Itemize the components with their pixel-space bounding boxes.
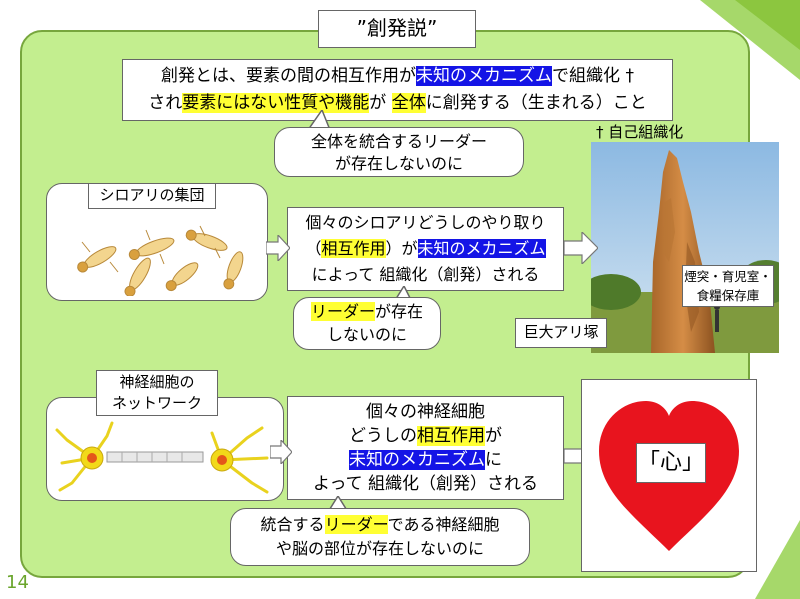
termite-leader-text: しないのに [326, 325, 407, 344]
mound-features-label: 煙突・育児室・ 食糧保存庫 [682, 265, 774, 307]
definition-text: が [369, 93, 387, 113]
corner-decoration [755, 520, 800, 599]
definition-text: に創発する（生まれる）こと [425, 93, 647, 113]
mound-features-text: 煙突・育児室・ [684, 269, 772, 284]
definition-text: 創発とは、要素の間の相互作用が [161, 66, 417, 86]
properties-highlight: 要素にはない性質や機能 [182, 93, 370, 113]
arrow-right-icon [564, 232, 598, 264]
leader-note-text: が存在しないのに [334, 154, 463, 173]
neuron-leader-text: である神経細胞 [387, 515, 500, 534]
unknown-mechanism-highlight: 未知のメカニズム [416, 66, 553, 86]
termite-text: によって 組織化（創発）される [311, 265, 540, 284]
arrow-right-icon [270, 440, 292, 464]
leader-highlight: リーダー [310, 302, 375, 321]
neuron-text: が [485, 426, 502, 446]
leader-note-text: 全体を統合するリーダー [310, 132, 487, 151]
neuron-label-text: 神経細胞の [119, 373, 195, 391]
whole-highlight: 全体 [391, 93, 426, 113]
termite-mound-photo [591, 142, 779, 353]
neuron-network-label: 神経細胞の ネットワーク [96, 370, 218, 416]
termite-text: ）が [385, 239, 418, 258]
neuron-leader-bubble: 統合するリーダーである神経細胞 や脳の部位が存在しないのに [230, 508, 530, 566]
giant-mound-label: 巨大アリ塚 [515, 318, 607, 348]
termite-text: 個々のシロアリどうしのやり取り [305, 213, 546, 232]
termites-image [77, 225, 244, 296]
neuron-label-text: ネットワーク [111, 394, 202, 412]
neuron-text: に [485, 450, 502, 470]
unknown-mechanism-highlight: 未知のメカニズム [417, 239, 546, 258]
neuron-text: よって 組織化（創発）される [312, 474, 539, 494]
definition-text: され [148, 93, 183, 113]
heart-label: 「心」 [636, 443, 706, 483]
slide-title: ”創発説” [318, 10, 476, 48]
termite-interaction-box: 個々のシロアリどうしのやり取り （相互作用）が未知のメカニズム によって 組織化… [287, 207, 564, 291]
self-organization-caption: † 自己組織化 [596, 123, 684, 141]
page-number: 14 [6, 572, 29, 593]
neuron-text: どうしの [349, 426, 417, 446]
termite-mound-image [591, 142, 779, 353]
termite-leader-bubble: リーダーが存在 しないのに [293, 297, 441, 350]
termite-group-label: シロアリの集団 [88, 183, 216, 209]
interaction-highlight: 相互作用 [417, 426, 485, 446]
unknown-mechanism-highlight: 未知のメカニズム [349, 450, 485, 470]
definition-text: で組織化 † [552, 66, 634, 86]
neurons-image [55, 421, 269, 494]
mound-features-text: 食糧保存庫 [696, 288, 760, 303]
neuron-leader-text: や脳の部位が存在しないのに [275, 539, 484, 558]
definition-box: 創発とは、要素の間の相互作用が未知のメカニズムで組織化 † され要素にはない性質… [122, 59, 673, 121]
interaction-highlight: 相互作用 [321, 239, 386, 258]
neuron-text: 個々の神経細胞 [366, 402, 485, 422]
arrow-right-icon [266, 235, 290, 261]
termite-text: （ [305, 239, 322, 258]
leader-note-bubble: 全体を統合するリーダー が存在しないのに [274, 127, 524, 177]
termite-leader-text: が存在 [375, 302, 424, 321]
leader-highlight: リーダー [324, 515, 388, 534]
neuron-leader-text: 統合する [260, 515, 325, 534]
neuron-interaction-box: 個々の神経細胞 どうしの相互作用が 未知のメカニズムに よって 組織化（創発）さ… [287, 396, 564, 500]
